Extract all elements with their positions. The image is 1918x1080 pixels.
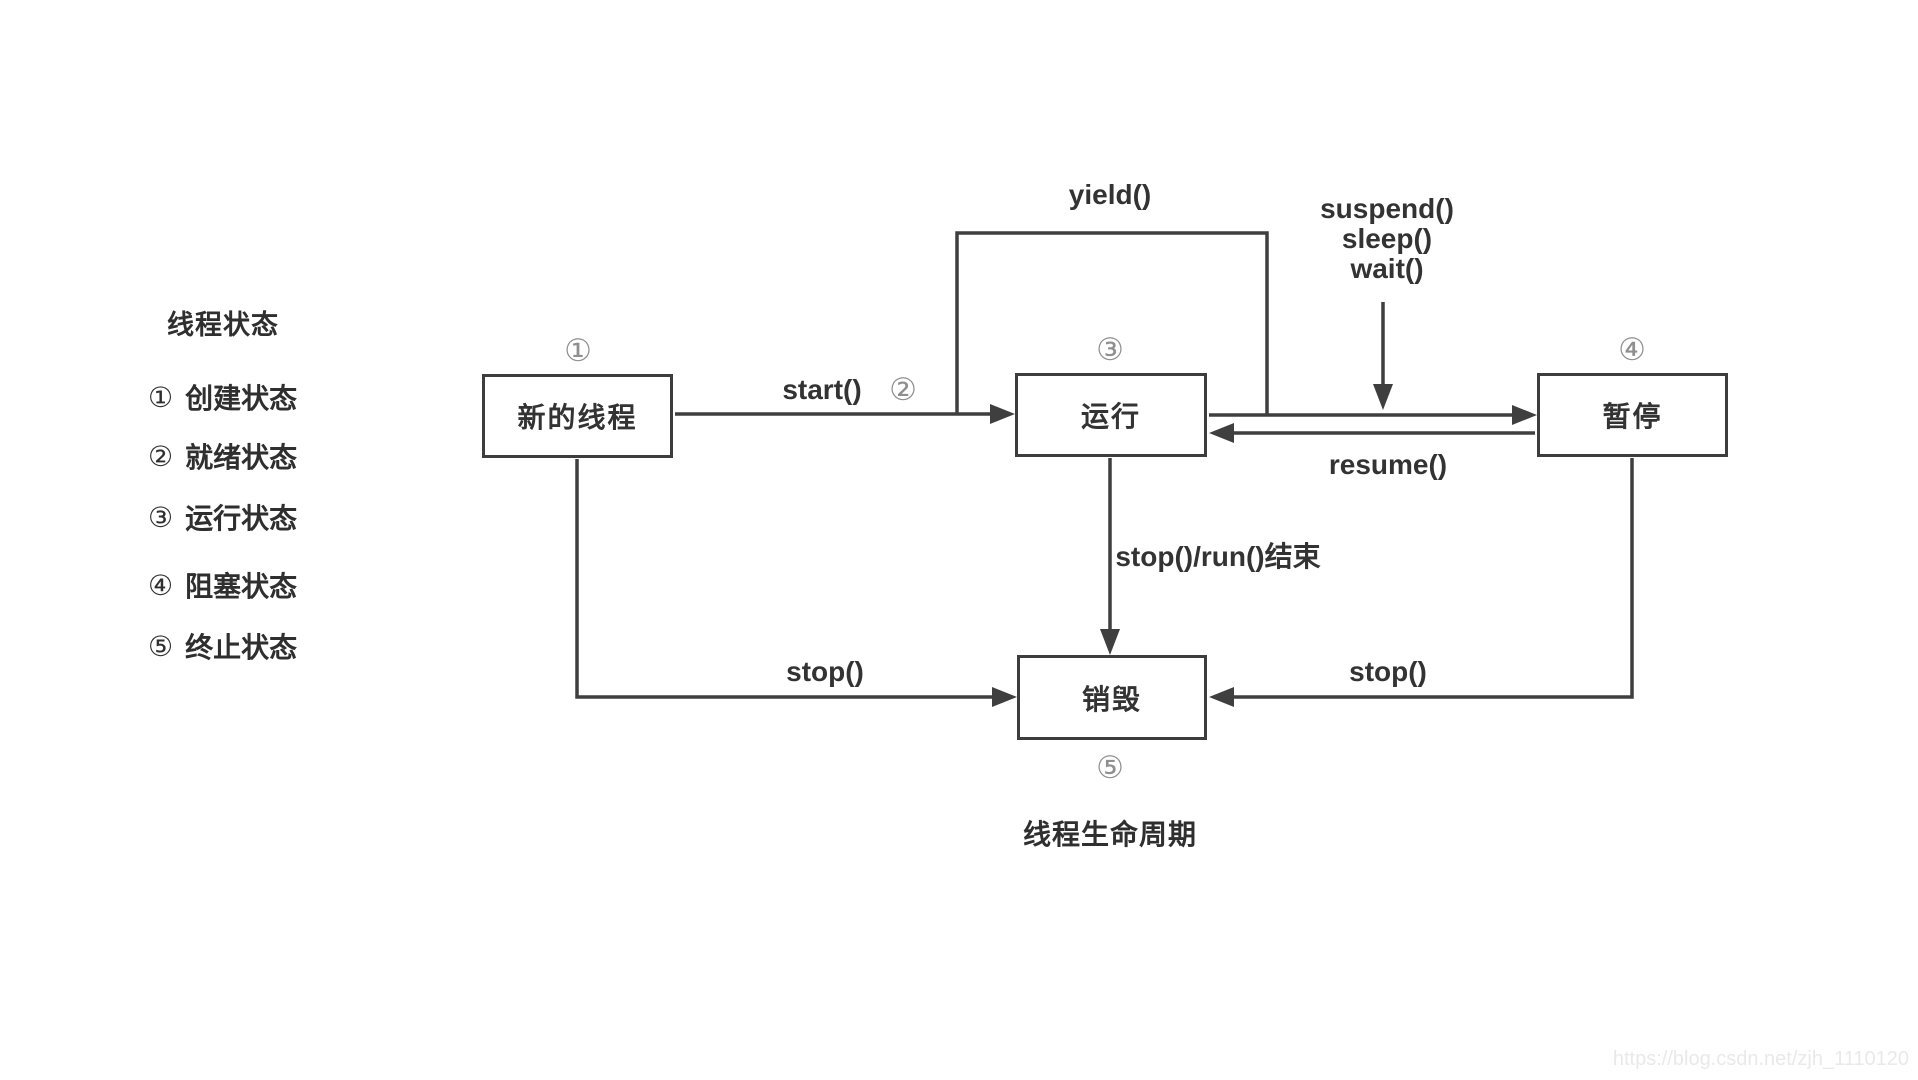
legend-label-2: 就绪状态 [185,442,298,473]
sleep-line: sleep() [1341,223,1433,254]
legend-num-3: ③ [148,501,174,533]
legend-num-5: ⑤ [148,630,174,662]
legend-label-3: 运行状态 [185,503,298,534]
node-destroyed: 销毁 [1017,655,1207,740]
circle-num-paused: ④ [1618,332,1646,367]
arrowhead-suspend [1373,384,1393,410]
arrowhead-pause-run [1209,423,1234,443]
legend-label-1: 创建状态 [185,383,298,414]
node-paused: 暂停 [1537,373,1728,457]
start-label: start() [782,374,862,405]
circle-num-running: ③ [1096,332,1124,367]
stop-right-label: stop() [1349,656,1427,687]
legend-title: 线程状态 [167,310,279,340]
arrowhead-new-destroy [992,687,1017,707]
legend-item-running: ③ 运行状态 [148,497,297,537]
legend-item-blocked: ④ 阻塞状态 [148,565,297,605]
stop-run-end-label: stop()/run()结束 [1115,541,1321,572]
stop-left-label: stop() [786,656,864,687]
circle-num-new: ① [564,333,592,368]
legend-item-create: ① 创建状态 [148,377,297,417]
legend-label-4: 阻塞状态 [185,571,298,602]
legend-num-2: ② [148,440,174,472]
wait-line: wait() [1350,253,1424,284]
resume-label: resume() [1328,449,1448,480]
yield-label: yield() [1068,179,1152,210]
watermark-url: https://blog.csdn.net/zjh_1110120 [1612,1048,1909,1070]
edge-new-destroy-line [575,459,993,699]
arrowhead-run-pause [1512,405,1537,425]
arrowhead-run-destroy [1100,629,1120,655]
circle-num-destroyed: ⑤ [1096,750,1124,785]
suspend-sleep-wait-label: suspend() sleep() wait() [1320,194,1454,284]
edge-yield-loop [955,231,1269,414]
legend-item-terminated: ⑤ 终止状态 [148,626,297,666]
legend-item-ready: ② 就绪状态 [148,436,297,476]
node-new-thread: 新的线程 [482,374,673,458]
arrowhead-start [990,404,1015,424]
circle-num-ready: ② [889,372,917,407]
arrowhead-pause-destroy [1209,687,1234,707]
edge-pause-destroy-line [1232,458,1634,699]
node-running: 运行 [1015,373,1207,457]
legend-label-5: 终止状态 [185,632,298,663]
suspend-line: suspend() [1320,193,1454,224]
legend-num-1: ① [148,381,174,413]
diagram-caption: 线程生命周期 [1022,819,1198,850]
legend-num-4: ④ [148,569,174,601]
